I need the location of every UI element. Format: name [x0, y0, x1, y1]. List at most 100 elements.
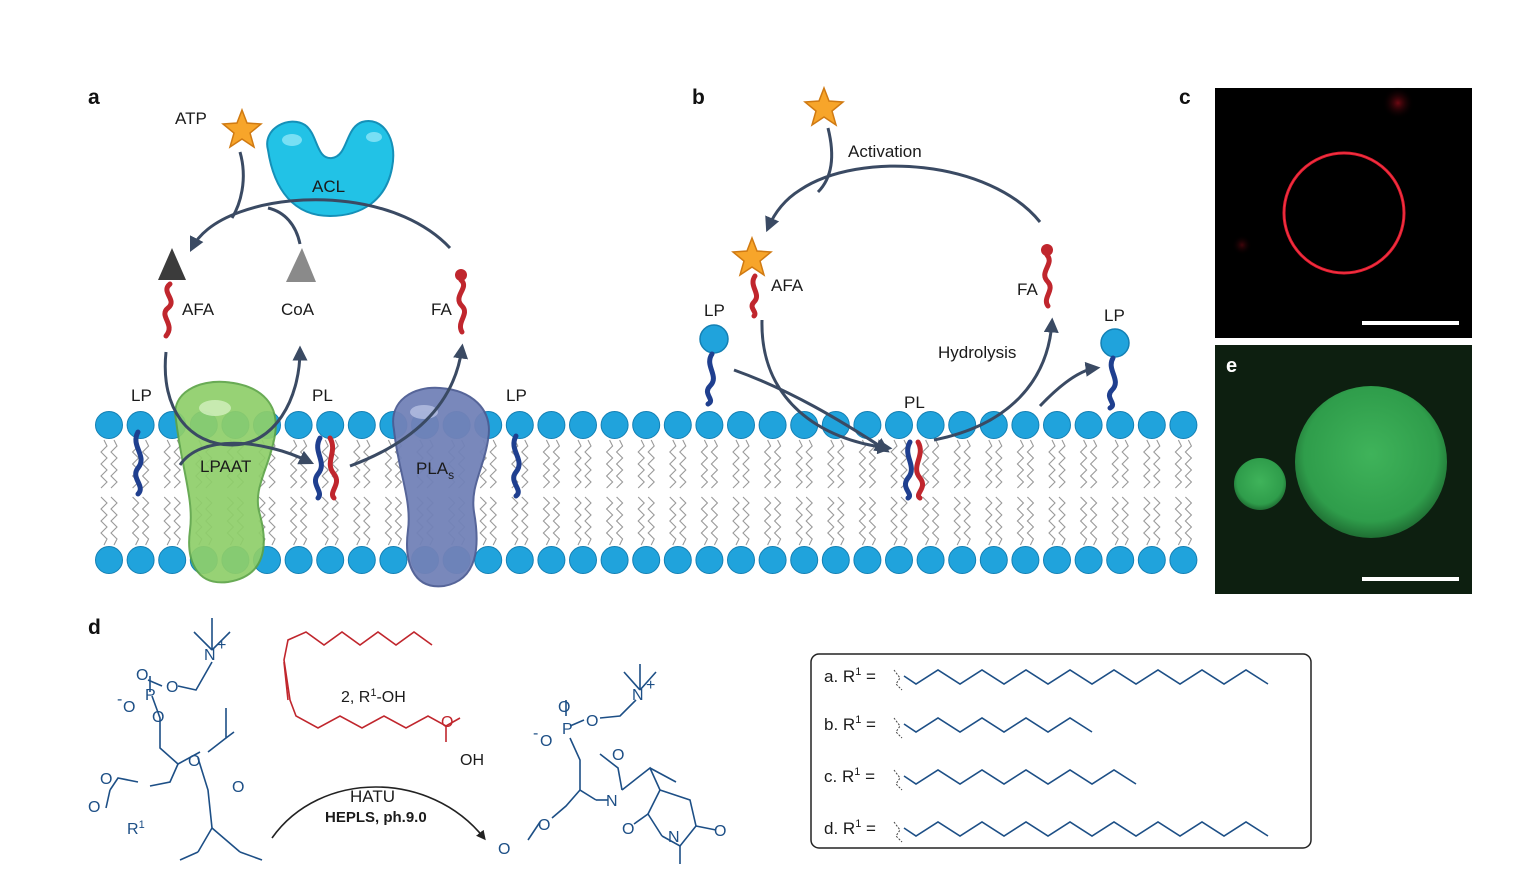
lipid-head-lower — [916, 546, 945, 574]
product-structure — [527, 664, 717, 864]
lipid-head-lower — [632, 546, 661, 574]
pl-red-tail — [327, 435, 340, 501]
lipid-tail-upper — [489, 439, 497, 489]
lp-right-tail — [511, 433, 522, 499]
scale-bar-e — [1362, 577, 1459, 581]
panel-a: a ACL ATP AFA CoA FA LP LPAAT — [88, 86, 527, 588]
lipid-tail-upper — [1153, 439, 1161, 489]
panel-letter-c: c — [1179, 86, 1191, 109]
lp-b-right-tail — [1106, 355, 1118, 411]
svg-text:O: O — [538, 817, 550, 834]
lipid-head-lower — [885, 546, 913, 574]
lipid-tail-upper — [615, 439, 624, 489]
lipid-tail-upper — [805, 439, 813, 489]
lipid-head-upper — [95, 411, 123, 439]
lipid-tail-lower — [1111, 496, 1119, 546]
lipid-head-lower — [948, 546, 977, 574]
fa-b-head — [1041, 244, 1053, 256]
lipid-tail-lower — [489, 496, 497, 546]
lipid-tail-lower — [868, 496, 877, 546]
lipid-tail-lower — [669, 496, 677, 546]
panel-letter-e: e — [1226, 355, 1237, 377]
svg-text:O: O — [100, 771, 112, 788]
lipid-tail-upper — [995, 439, 1003, 489]
lipid-tail-upper — [669, 439, 677, 489]
lipid-tail-lower — [837, 496, 845, 546]
lipid-head-upper — [1043, 411, 1071, 439]
lipid-tail-lower — [963, 496, 971, 546]
product-atoms: N + O O P O - N O O O N O O — [498, 677, 726, 858]
acl-label: ACL — [312, 177, 345, 196]
lipid-tail-upper — [521, 439, 529, 489]
lipid-tail-lower — [1174, 496, 1183, 546]
lipid-head-lower — [979, 546, 1008, 574]
reagent-oxygen: O — [441, 714, 453, 731]
lipid-tail-lower — [163, 496, 171, 546]
lipid-tail-upper — [1111, 439, 1119, 489]
lipid-head-lower — [126, 546, 155, 574]
svg-text:N: N — [606, 793, 618, 810]
lipid-tail-lower — [953, 496, 961, 546]
lipid-tail-upper — [953, 439, 961, 489]
lipid-head-upper — [632, 411, 661, 439]
lipid-tail-lower — [1207, 497, 1213, 545]
lipid-tail-upper — [141, 439, 150, 489]
lipid-tail-lower — [384, 496, 393, 546]
svg-text:-: - — [117, 691, 122, 708]
plas-label: PLAs — [416, 459, 454, 482]
svg-text:O: O — [232, 779, 244, 796]
lipid-tail-lower — [299, 496, 308, 546]
lipid-tail-upper — [732, 439, 740, 489]
panel-d: d N + O O P O - O — [88, 616, 1312, 864]
lipid-tail-lower — [995, 496, 1003, 546]
lipid-tail-lower — [268, 496, 276, 546]
svg-text:O: O — [136, 667, 148, 684]
lipid-tail-upper — [1026, 439, 1035, 489]
lipid-tail-lower — [637, 496, 645, 546]
afa-star-icon — [731, 235, 773, 277]
panel-letter-a: a — [88, 86, 100, 109]
lipid-tail-lower — [827, 496, 835, 546]
afa-b-label: AFA — [771, 276, 804, 295]
reactant-atoms: N + O O P O - O O O O O R1 — [88, 637, 244, 838]
lp-b-left-head — [699, 324, 729, 354]
afa-tail — [162, 281, 174, 339]
svg-text:O: O — [586, 713, 598, 730]
lipid-tail-upper — [827, 439, 835, 489]
lipid-head-upper — [569, 411, 597, 439]
r1-row-label: a. R1 = — [824, 666, 876, 686]
attachment-marker — [893, 821, 903, 843]
reagent-label: 2, R1-OH — [341, 687, 406, 706]
lipid-head-lower — [1106, 546, 1135, 574]
fa-b-tail — [1042, 252, 1053, 309]
svg-text:O: O — [714, 823, 726, 840]
lipid-tail-lower — [931, 496, 940, 546]
lipid-tail-lower — [679, 496, 687, 546]
lipid-tail-lower — [511, 496, 519, 546]
r1-row-label: b. R1 = — [824, 714, 876, 734]
lipid-head-lower — [695, 546, 724, 574]
lipid-tail-lower — [763, 496, 772, 546]
panel-b: b Activation AFA FA LP LP Hydrolysis PL — [692, 85, 1130, 501]
conditions-label: HEPLS, ph.9.0 — [325, 809, 427, 826]
r1-definitions-box — [810, 653, 1312, 849]
lipid-tail-upper — [795, 439, 803, 489]
svg-text:O: O — [152, 709, 164, 726]
svg-text:O: O — [498, 841, 510, 858]
svg-text:+: + — [646, 677, 655, 694]
panel-letter-d: d — [88, 616, 101, 639]
lipid-tail-lower — [710, 496, 719, 546]
coa-input-arrow — [267, 206, 302, 245]
lipid-tail-upper — [1174, 439, 1183, 489]
lipid-head-upper — [347, 411, 376, 439]
lipid-tail-upper — [299, 439, 308, 489]
lipid-head-upper — [1169, 411, 1198, 439]
lipid-tail-upper — [605, 439, 614, 489]
lipid-tail-lower — [1089, 496, 1098, 546]
lipid-tail-lower — [1079, 496, 1088, 546]
lipid-head-upper — [948, 411, 977, 439]
lipid-tail-upper — [1089, 439, 1098, 489]
lp-b-left-tail — [704, 351, 716, 407]
lp-b-right-head — [1100, 328, 1130, 358]
lipid-head-upper — [316, 411, 345, 439]
